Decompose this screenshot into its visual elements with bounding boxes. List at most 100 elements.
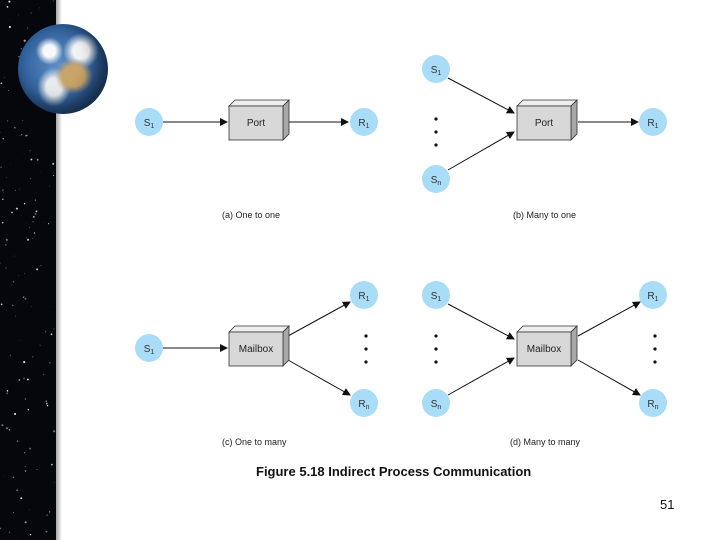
receiver-node-r1: R1 — [350, 108, 378, 136]
star — [26, 378, 29, 381]
star — [27, 27, 29, 29]
svg-text:Rn: Rn — [358, 399, 369, 411]
star — [24, 470, 27, 472]
arrow-sn-to-mailbox — [447, 357, 515, 396]
star — [33, 232, 36, 234]
star — [32, 356, 34, 358]
receiver-node-r1: R1 — [639, 281, 667, 309]
panel-d-many-to-many: S1 Sn Mailbox R1 Rn (d) — [422, 281, 667, 447]
star — [26, 134, 28, 136]
star — [13, 126, 16, 129]
star — [18, 14, 19, 16]
star — [11, 304, 14, 307]
star — [29, 533, 32, 536]
svg-text:S1: S1 — [144, 118, 155, 130]
star — [30, 12, 32, 14]
star — [46, 404, 49, 407]
arrow-mailbox-to-rn — [577, 359, 641, 396]
star — [51, 463, 53, 466]
star — [45, 530, 48, 533]
star — [24, 521, 27, 524]
star — [18, 275, 19, 276]
star — [0, 527, 1, 530]
star — [6, 176, 7, 178]
sender-node-s1: S1 — [135, 334, 163, 362]
star — [1, 221, 4, 224]
star — [5, 238, 8, 241]
star — [40, 265, 42, 267]
svg-text:Sn: Sn — [431, 175, 442, 187]
svg-text:Rn: Rn — [647, 399, 658, 411]
star — [10, 284, 12, 286]
star — [49, 185, 51, 187]
star — [13, 511, 14, 513]
star — [19, 188, 20, 190]
star — [0, 166, 2, 169]
star — [29, 447, 32, 450]
svg-text:R1: R1 — [647, 291, 658, 303]
star — [1, 424, 4, 427]
sender-node-sn: Sn — [422, 165, 450, 193]
star — [12, 281, 15, 283]
earth-globe-icon — [18, 24, 108, 114]
stars-layer — [0, 0, 56, 540]
caption-b: (b) Many to one — [513, 210, 576, 220]
star — [22, 119, 24, 122]
star — [8, 531, 11, 533]
star — [36, 158, 39, 161]
star — [35, 210, 38, 213]
strip-shadow — [56, 0, 62, 540]
star — [6, 120, 9, 122]
star — [44, 222, 46, 223]
star — [30, 305, 32, 307]
star — [2, 138, 4, 140]
star — [4, 77, 5, 79]
star — [46, 514, 48, 516]
ellipsis-dots — [434, 334, 438, 364]
star — [53, 328, 55, 330]
star — [13, 255, 15, 257]
star — [20, 497, 23, 499]
svg-text:R1: R1 — [358, 291, 369, 303]
star — [23, 39, 26, 42]
ellipsis-dots — [364, 334, 368, 364]
star — [53, 430, 56, 433]
star — [23, 203, 26, 205]
star — [0, 262, 1, 264]
star — [0, 82, 3, 85]
arrow-s1-to-port — [447, 77, 515, 114]
star — [48, 223, 50, 225]
caption-c: (c) One to many — [222, 437, 287, 447]
star — [30, 178, 31, 179]
star — [11, 211, 13, 214]
ellipsis-dots — [653, 334, 657, 364]
star — [27, 408, 30, 411]
star — [8, 429, 11, 431]
svg-text:Mailbox: Mailbox — [527, 344, 561, 355]
star — [3, 86, 5, 88]
arrow-s1-to-mailbox — [447, 303, 515, 340]
ellipsis-dots — [434, 117, 438, 147]
receiver-node-rn: Rn — [639, 389, 667, 417]
star — [22, 296, 25, 299]
star — [14, 413, 17, 415]
star — [6, 6, 9, 8]
star — [15, 207, 18, 210]
star — [15, 189, 16, 191]
svg-text:R1: R1 — [358, 118, 369, 130]
star — [6, 390, 9, 392]
star — [9, 19, 10, 21]
arrow-mailbox-to-r1 — [287, 301, 351, 337]
panel-a-one-to-one: S1 Port R1 (a) One to one — [135, 99, 378, 220]
star — [2, 189, 4, 191]
star — [16, 440, 19, 442]
star — [29, 227, 30, 228]
sender-node-s1: S1 — [422, 281, 450, 309]
star — [50, 333, 53, 336]
star — [4, 475, 5, 477]
star — [23, 361, 26, 364]
star — [36, 268, 39, 271]
star — [15, 315, 16, 317]
svg-text:S1: S1 — [431, 291, 442, 303]
